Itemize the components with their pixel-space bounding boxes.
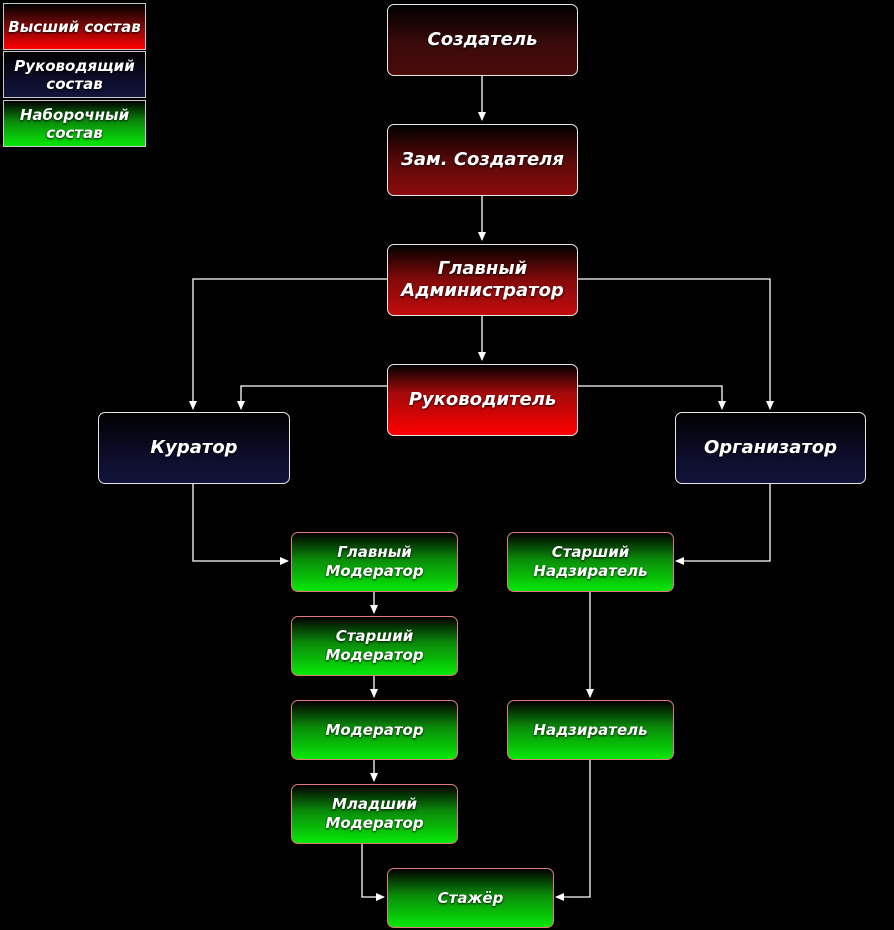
legend-senior-label: Высший состав — [8, 17, 141, 36]
link-chiefadmin-organizer — [578, 278, 774, 410]
node-curator: Куратор — [98, 412, 290, 484]
node-deputy-creator: Зам. Создателя — [387, 124, 578, 196]
node-senior-moderator: Старший Модератор — [291, 616, 458, 676]
legend-recruitment: Наборочный состав — [3, 100, 146, 147]
node-senior-overseer-label: Старший Надзиратель — [533, 543, 648, 580]
node-intern: Стажёр — [387, 868, 554, 928]
link-leader-organizer — [578, 385, 726, 410]
node-moderator-label: Модератор — [325, 720, 424, 739]
node-junior-moderator-label: Младший Модератор — [325, 795, 424, 832]
node-overseer-label: Надзиратель — [533, 720, 648, 739]
node-creator: Создатель — [387, 4, 578, 76]
link-chiefadmin-curator — [189, 278, 387, 410]
node-junior-moderator: Младший Модератор — [291, 784, 458, 844]
link-organizer-seniorover — [675, 484, 771, 565]
node-intern-label: Стажёр — [437, 888, 504, 907]
legend-senior: Высший состав — [3, 3, 146, 50]
node-chief-admin-label: Главный Администратор — [401, 257, 564, 302]
node-moderator: Модератор — [291, 700, 458, 760]
link-overseer-intern — [555, 760, 591, 901]
node-overseer: Надзиратель — [507, 700, 674, 760]
node-organizer-label: Организатор — [703, 436, 838, 458]
node-chief-moderator-label: Главный Модератор — [325, 543, 424, 580]
node-organizer: Организатор — [675, 412, 866, 484]
legend-recruitment-label: Наборочный состав — [19, 105, 130, 142]
legend-management-label: Руководящий состав — [14, 56, 135, 93]
node-chief-moderator: Главный Модератор — [291, 532, 458, 592]
node-leader-label: Руководитель — [408, 388, 557, 410]
link-curator-chiefmod — [192, 484, 289, 565]
node-chief-admin: Главный Администратор — [387, 244, 578, 316]
link-leader-curator — [237, 385, 387, 410]
node-senior-overseer: Старший Надзиратель — [507, 532, 674, 592]
link-juniormod-intern — [361, 844, 385, 901]
node-creator-label: Создатель — [427, 28, 538, 50]
node-deputy-creator-label: Зам. Создателя — [401, 148, 564, 170]
node-curator-label: Куратор — [150, 436, 238, 458]
node-senior-moderator-label: Старший Модератор — [325, 627, 424, 664]
node-leader: Руководитель — [387, 364, 578, 436]
legend-management: Руководящий состав — [3, 51, 146, 98]
